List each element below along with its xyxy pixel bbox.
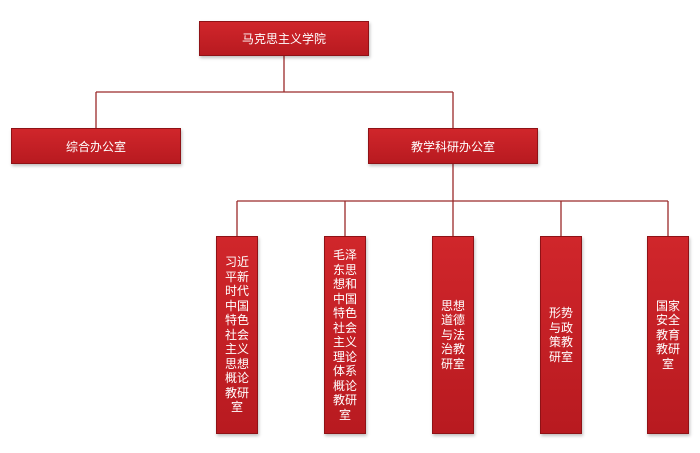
node-mao-theory-section-label: 毛泽东思想和中国特色社会主义理论体系概论教研室 bbox=[332, 248, 357, 422]
root-node-label: 马克思主义学院 bbox=[241, 32, 326, 46]
node-morality-law-section-label: 思想道德与法治教研室 bbox=[440, 298, 465, 371]
root-node: 马克思主义学院 bbox=[199, 21, 369, 56]
node-mao-theory-section: 毛泽东思想和中国特色社会主义理论体系概论教研室 bbox=[324, 236, 366, 434]
node-teaching-research-office-label: 教学科研办公室 bbox=[410, 139, 495, 154]
node-xi-thought-section: 习近平新时代中国特色社会主义思想概论教研室 bbox=[216, 236, 258, 434]
node-policy-section-label: 形势与政策教研室 bbox=[548, 306, 573, 364]
node-morality-law-section: 思想道德与法治教研室 bbox=[432, 236, 474, 434]
node-policy-section: 形势与政策教研室 bbox=[540, 236, 582, 434]
node-general-office-label: 综合办公室 bbox=[65, 139, 126, 154]
node-teaching-research-office: 教学科研办公室 bbox=[368, 128, 538, 164]
node-general-office: 综合办公室 bbox=[11, 128, 181, 164]
node-xi-thought-section-label: 习近平新时代中国特色社会主义思想概论教研室 bbox=[224, 255, 249, 415]
node-national-security-section: 国家安全教育教研室 bbox=[647, 236, 689, 434]
node-national-security-section-label: 国家安全教育教研室 bbox=[655, 298, 680, 371]
